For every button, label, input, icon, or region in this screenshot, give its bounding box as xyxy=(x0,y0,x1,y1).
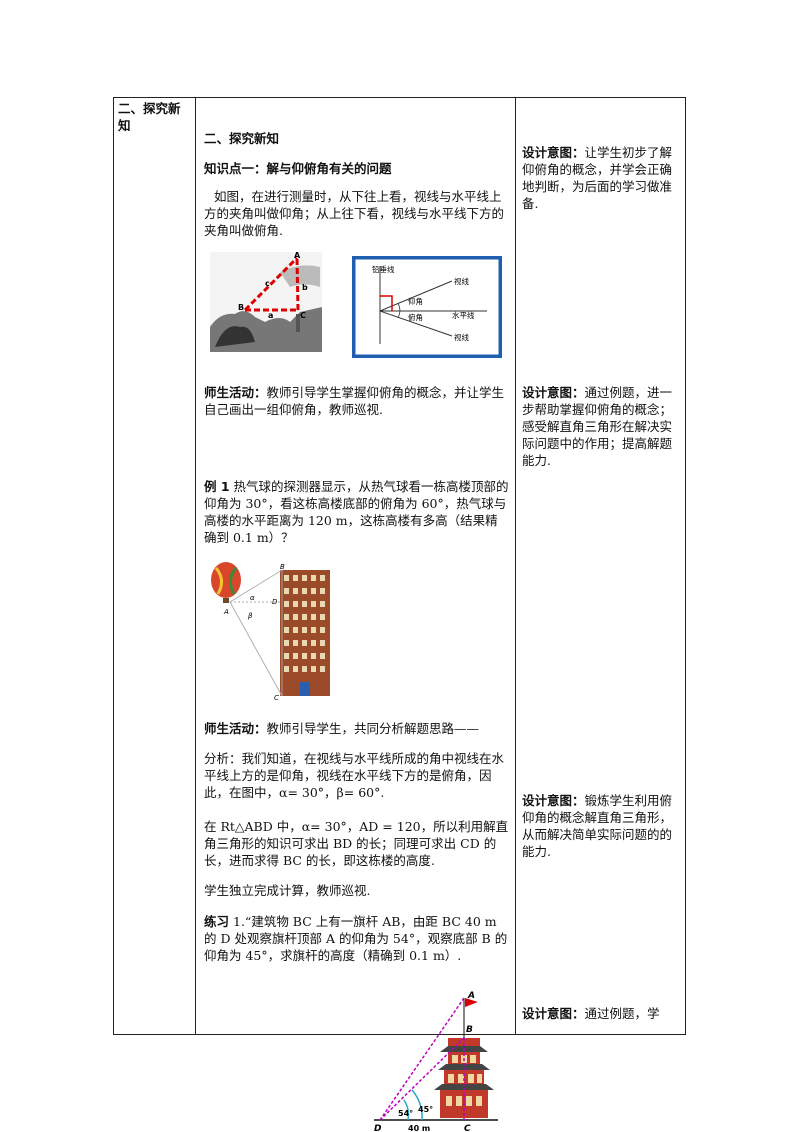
fig3-label-c: C xyxy=(274,694,279,700)
fig1-label-B: B xyxy=(238,303,244,312)
design-intent-3-title: 设计意图： xyxy=(522,793,585,808)
fig1-label-a-side: a xyxy=(268,311,273,320)
fig2-label-elevation: 仰角 xyxy=(408,296,423,306)
design-intent-4-text: 通过例题，学 xyxy=(584,1006,660,1021)
intro-paragraph: 如图，在进行测量时，从下往上看，视线与水平线上方的夹角叫做仰角；从上往下看，视线… xyxy=(204,189,505,238)
example1-title: 例 1 xyxy=(204,479,230,494)
exercise-paragraph: 练习 1.“建筑物 BC 上有一旗杆 AB，由距 BC 40 m 的 D 处观察… xyxy=(204,913,509,964)
triangle-photo-figure: A c b B a C xyxy=(210,252,322,352)
activity1-title: 师生活动： xyxy=(204,385,267,400)
activity2-text: 教师引导学生，共同分析解题思路—— xyxy=(266,721,480,736)
design-intent-2-text: 通过例题，进一步帮助掌握仰俯角的概念；感受解直角三角形在解决实际问题中的作用；提… xyxy=(522,385,673,468)
tower-flag-figure: A B 54° 45° D 40 m C xyxy=(374,991,498,1132)
fig4-label-c: C xyxy=(464,1124,471,1132)
design-intent-2: 设计意图：通过例题，进一步帮助掌握仰俯角的概念；感受解直角三角形在解决实际问题中… xyxy=(522,384,682,469)
example1-text: 热气球的探测器显示，从热气球看一栋高楼顶部的仰角为 30°，看这栋高楼底部的俯角… xyxy=(204,479,509,545)
design-intent-3-text: 锻炼学生利用俯仰角的概念解直角三角形，从而解决简单实际问题的的能力. xyxy=(522,793,673,859)
activity2-paragraph: 师生活动：教师引导学生，共同分析解题思路—— xyxy=(204,720,509,737)
fig3-label-b: B xyxy=(280,563,285,571)
exercise-text: 1.“建筑物 BC 上有一旗杆 AB，由距 BC 40 m 的 D 处观察旗杆顶… xyxy=(204,914,508,963)
knowledge-point-title: 知识点一：解与仰俯角有关的问题 xyxy=(204,161,392,176)
activity1-text: 教师引导学生掌握仰俯角的概念，并让学生自己画出一组仰俯角，教师巡视. xyxy=(204,385,505,417)
fig3-label-alpha: α xyxy=(250,594,255,602)
fig1-label-c: c xyxy=(265,279,270,288)
design-intent-1-text: 让学生初步了解仰俯角的概念，并学会正确地判断，为后面的学习做准备. xyxy=(522,145,673,211)
fig3-label-beta: β xyxy=(248,612,253,620)
fig4-label-d: D xyxy=(374,1124,382,1132)
design-intent-2-title: 设计意图： xyxy=(522,385,585,400)
fig4-label-54deg: 54° xyxy=(398,1109,413,1118)
elevation-depression-diagram: 铅垂线 视线 仰角 俯角 水平线 视线 xyxy=(352,256,502,358)
fig4-label-45deg: 45° xyxy=(418,1105,433,1114)
section-label-left: 二、探究新知 xyxy=(118,101,181,133)
analysis-paragraph-3: 学生独立完成计算，教师巡视. xyxy=(204,883,371,898)
design-intent-1-title: 设计意图： xyxy=(522,145,585,160)
activity2-title: 师生活动： xyxy=(204,721,267,736)
fig2-label-sight-up: 视线 xyxy=(454,276,469,286)
analysis-paragraph-2: 在 Rt△ABD 中，α= 30°，AD = 120，所以利用解直角三角形的知识… xyxy=(204,819,509,868)
analysis-paragraph-1: 分析：我们知道，在视线与水平线所成的角中视线在水平线上方的是仰角，视线在水平线下… xyxy=(204,751,505,800)
activity1-paragraph: 师生活动：教师引导学生掌握仰俯角的概念，并让学生自己画出一组仰俯角，教师巡视. xyxy=(204,384,509,418)
example1-paragraph: 例 1 热气球的探测器显示，从热气球看一栋高楼顶部的仰角为 30°，看这栋高楼底… xyxy=(204,478,509,546)
fig2-label-horizontal: 水平线 xyxy=(452,310,475,320)
design-intent-4: 设计意图：通过例题，学 xyxy=(522,1005,682,1022)
lesson-table xyxy=(113,97,686,1035)
fig2-label-plumb: 铅垂线 xyxy=(372,264,395,274)
column-divider-right xyxy=(515,98,516,1034)
fig2-label-sight-down: 视线 xyxy=(454,332,469,342)
exercise-title: 练习 xyxy=(204,914,230,929)
column-divider-left xyxy=(195,98,196,1034)
fig4-label-b: B xyxy=(466,1025,473,1035)
design-intent-3: 设计意图：锻炼学生利用俯仰角的概念解直角三角形，从而解决简单实际问题的的能力. xyxy=(522,792,682,860)
fig1-label-a: A xyxy=(294,252,301,260)
fig2-label-depression: 俯角 xyxy=(408,312,423,322)
fig3-label-d: D xyxy=(272,598,278,606)
fig3-label-a: A xyxy=(223,608,229,616)
fig4-label-a: A xyxy=(467,991,475,1001)
balloon-building-figure: B α D A β C xyxy=(211,562,330,700)
fig4-label-40m: 40 m xyxy=(408,1124,430,1132)
section-heading: 二、探究新知 xyxy=(204,131,280,146)
fig1-label-b: b xyxy=(302,283,308,292)
design-intent-1: 设计意图：让学生初步了解仰俯角的概念，并学会正确地判断，为后面的学习做准备. xyxy=(522,144,682,212)
fig1-label-C: C xyxy=(300,311,306,320)
design-intent-4-title: 设计意图： xyxy=(522,1006,585,1021)
